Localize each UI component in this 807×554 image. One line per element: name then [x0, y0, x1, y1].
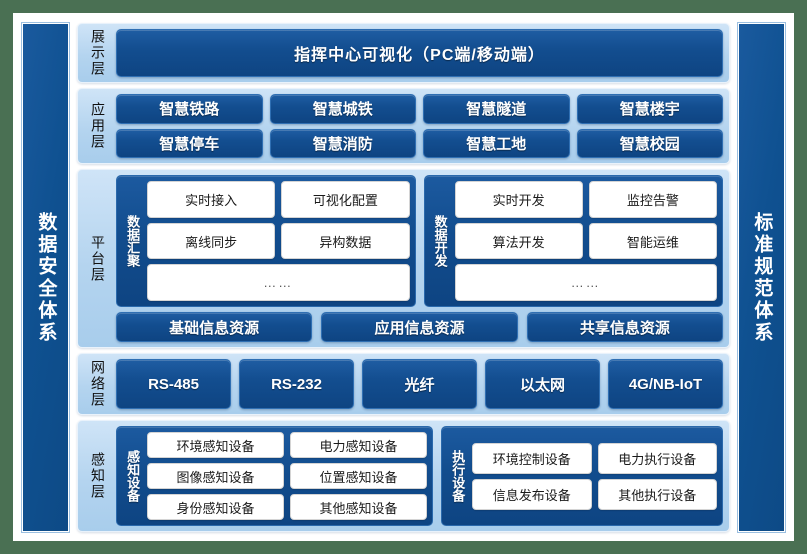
- group-grid-data-aggregation: 实时接入 可视化配置 离线同步 异构数据 ……: [147, 181, 410, 302]
- layer-label-presentation: 展示层: [90, 29, 107, 77]
- app-item-smart-firefighting[interactable]: 智慧消防: [269, 128, 416, 158]
- group-sensing-devices: 感知设备 环境感知设备 电力感知设备 图像感知设备 位置感知设备: [116, 426, 434, 526]
- aggregation-row-2: 离线同步 异构数据: [147, 222, 410, 260]
- presentation-banner[interactable]: 指挥中心可视化（PC端/移动端）: [116, 29, 723, 77]
- group-label-data-aggregation: 数据汇聚: [125, 215, 141, 267]
- app-item-smart-railway[interactable]: 智慧铁路: [116, 94, 263, 124]
- layer-label-perception: 感知层: [90, 452, 107, 500]
- chip-other-sensor[interactable]: 其他感知设备: [290, 494, 428, 520]
- resource-application-information[interactable]: 应用信息资源: [321, 312, 518, 342]
- sensing-row-3: 身份感知设备 其他感知设备: [147, 494, 428, 520]
- chip-information-display[interactable]: 信息发布设备: [472, 478, 592, 510]
- chip-environment-sensor[interactable]: 环境感知设备: [147, 432, 285, 458]
- aggregation-row-3: ……: [147, 264, 410, 302]
- perception-groups: 感知设备 环境感知设备 电力感知设备 图像感知设备 位置感知设备: [116, 426, 723, 526]
- app-item-smart-parking[interactable]: 智慧停车: [116, 128, 263, 158]
- app-item-smart-tunnel[interactable]: 智慧隧道: [423, 94, 570, 124]
- layer-presentation: 展示层 指挥中心可视化（PC端/移动端）: [77, 23, 730, 83]
- app-item-smart-building[interactable]: 智慧楼宇: [576, 94, 723, 124]
- chip-image-sensor[interactable]: 图像感知设备: [147, 463, 285, 489]
- chip-offline-sync[interactable]: 离线同步: [147, 222, 276, 260]
- chip-intelligent-ops[interactable]: 智能运维: [588, 222, 717, 260]
- layer-label-network: 网络层: [90, 360, 107, 408]
- chip-visual-config[interactable]: 可视化配置: [281, 181, 410, 218]
- group-grid-sensing-devices: 环境感知设备 电力感知设备 图像感知设备 位置感知设备 身份感知设备 其他感知设…: [147, 432, 428, 520]
- layer-body-presentation: 指挥中心可视化（PC端/移动端）: [112, 29, 723, 77]
- chip-aggregation-ellipsis[interactable]: ……: [147, 264, 410, 302]
- chip-realtime-ingest[interactable]: 实时接入: [147, 181, 276, 218]
- network-item-rs485[interactable]: RS-485: [116, 359, 231, 409]
- group-label-sensing-devices: 感知设备: [125, 450, 141, 502]
- actuator-row-2: 信息发布设备 其他执行设备: [472, 478, 718, 510]
- platform-groups: 数据汇聚 实时接入 可视化配置 离线同步 异构数据: [116, 175, 723, 307]
- aggregation-row-1: 实时接入 可视化配置: [147, 181, 410, 218]
- network-item-4g-nbiot[interactable]: 4G/NB-IoT: [608, 359, 723, 409]
- sensing-row-1: 环境感知设备 电力感知设备: [147, 432, 428, 458]
- application-row-1: 智慧铁路 智慧城铁 智慧隧道 智慧楼宇: [116, 94, 723, 124]
- development-row-3: ……: [454, 264, 717, 302]
- sidebar-data-security: 数据安全体系: [22, 23, 69, 532]
- layer-label-application: 应用层: [90, 102, 107, 150]
- app-item-smart-construction[interactable]: 智慧工地: [423, 128, 570, 158]
- development-row-1: 实时开发 监控告警: [454, 181, 717, 218]
- layer-body-platform: 数据汇聚 实时接入 可视化配置 离线同步 异构数据: [112, 175, 723, 342]
- group-actuator-devices: 执行设备 环境控制设备 电力执行设备 信息发布设备 其他执行设备: [441, 426, 723, 526]
- network-item-rs232[interactable]: RS-232: [239, 359, 354, 409]
- group-data-aggregation: 数据汇聚 实时接入 可视化配置 离线同步 异构数据: [116, 175, 416, 307]
- app-item-smart-campus[interactable]: 智慧校园: [576, 128, 723, 158]
- chip-algorithm-development[interactable]: 算法开发: [454, 222, 583, 260]
- actuator-row-1: 环境控制设备 电力执行设备: [472, 442, 718, 474]
- diagram-canvas: 数据安全体系 展示层 指挥中心可视化（PC端/移动端） 应用层 智慧铁路 智慧城…: [13, 13, 794, 541]
- sensing-row-2: 图像感知设备 位置感知设备: [147, 463, 428, 489]
- resource-shared-information[interactable]: 共享信息资源: [526, 312, 723, 342]
- chip-identity-sensor[interactable]: 身份感知设备: [147, 494, 285, 520]
- platform-resource-row: 基础信息资源 应用信息资源 共享信息资源: [116, 312, 723, 342]
- group-label-data-development: 数据开发: [432, 215, 448, 267]
- layer-network: 网络层 RS-485 RS-232 光纤 以太网 4G/NB-IoT: [77, 353, 730, 415]
- development-row-2: 算法开发 智能运维: [454, 222, 717, 260]
- layer-label-platform: 平台层: [90, 234, 107, 283]
- app-item-smart-metro[interactable]: 智慧城铁: [269, 94, 416, 124]
- chip-development-ellipsis[interactable]: ……: [454, 264, 717, 302]
- application-row-2: 智慧停车 智慧消防 智慧工地 智慧校园: [116, 128, 723, 158]
- network-item-ethernet[interactable]: 以太网: [485, 359, 600, 409]
- layer-body-application: 智慧铁路 智慧城铁 智慧隧道 智慧楼宇 智慧停车 智慧消防 智慧工地 智慧校园: [112, 94, 723, 158]
- chip-realtime-development[interactable]: 实时开发: [454, 181, 583, 218]
- chip-monitoring-alarm[interactable]: 监控告警: [588, 181, 717, 218]
- group-grid-data-development: 实时开发 监控告警 算法开发 智能运维 ……: [454, 181, 717, 302]
- group-data-development: 数据开发 实时开发 监控告警 算法开发 智能运维: [423, 175, 723, 307]
- layer-application: 应用层 智慧铁路 智慧城铁 智慧隧道 智慧楼宇 智慧停车 智慧消防 智慧工地 智…: [77, 88, 730, 164]
- layer-stack: 展示层 指挥中心可视化（PC端/移动端） 应用层 智慧铁路 智慧城铁 智慧隧道 …: [77, 23, 730, 532]
- network-items: RS-485 RS-232 光纤 以太网 4G/NB-IoT: [116, 359, 723, 409]
- group-grid-actuator-devices: 环境控制设备 电力执行设备 信息发布设备 其他执行设备: [472, 432, 718, 520]
- layer-body-network: RS-485 RS-232 光纤 以太网 4G/NB-IoT: [112, 359, 723, 409]
- layer-perception: 感知层 感知设备 环境感知设备 电力感知设备: [77, 420, 730, 532]
- sidebar-standard-specification: 标准规范体系: [738, 23, 785, 532]
- chip-heterogeneous-data[interactable]: 异构数据: [281, 222, 410, 260]
- layer-platform: 平台层 数据汇聚 实时接入 可视化配置: [77, 169, 730, 348]
- chip-position-sensor[interactable]: 位置感知设备: [290, 463, 428, 489]
- group-label-actuator-devices: 执行设备: [450, 450, 466, 502]
- network-item-fiber[interactable]: 光纤: [362, 359, 477, 409]
- chip-environment-control[interactable]: 环境控制设备: [472, 442, 592, 474]
- layer-body-perception: 感知设备 环境感知设备 电力感知设备 图像感知设备 位置感知设备: [112, 426, 723, 526]
- chip-power-sensor[interactable]: 电力感知设备: [290, 432, 428, 458]
- chip-other-actuator[interactable]: 其他执行设备: [597, 478, 718, 510]
- chip-power-actuator[interactable]: 电力执行设备: [597, 442, 718, 474]
- resource-basic-information[interactable]: 基础信息资源: [116, 312, 313, 342]
